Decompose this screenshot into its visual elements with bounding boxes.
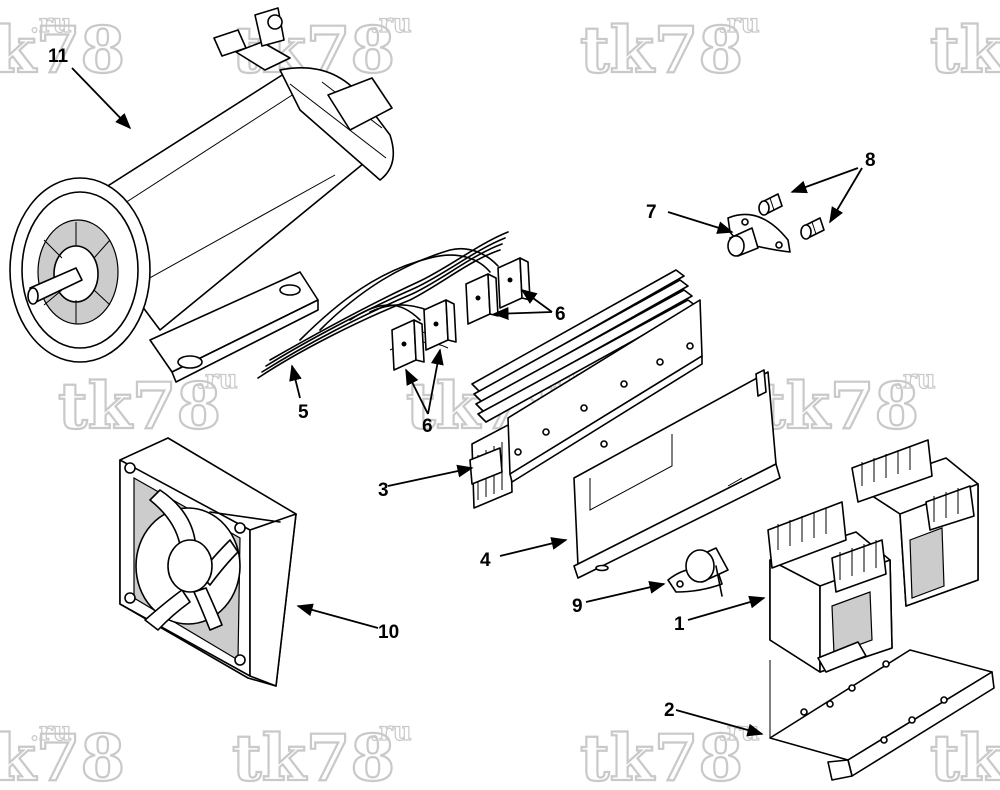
part-motor — [9, 7, 395, 383]
watermark-suffix: .ru — [718, 9, 760, 39]
watermark-suffix: .ru — [196, 365, 238, 395]
watermark-suffix: .ru — [370, 9, 412, 39]
watermark-suffix: .ru — [894, 365, 936, 395]
watermark-text: tk78 — [0, 721, 125, 790]
watermark-text: tk78 — [756, 369, 919, 444]
callout-11: 11 — [48, 46, 69, 67]
watermarks: tk78 .ru tk78 .ru tk78 .ru tk78 tk78 .ru… — [0, 8, 1000, 790]
part-transformers — [767, 439, 979, 673]
watermark-text: tk78 — [0, 13, 125, 88]
watermark-text: tk78 — [58, 369, 221, 444]
watermark-text: tk78 — [930, 721, 1000, 790]
watermark: tk78 .ru — [579, 716, 760, 790]
callout-6: 6 — [555, 304, 566, 325]
part-mounting-plate — [573, 369, 781, 579]
watermark: tk78 .ru — [755, 364, 936, 445]
watermark: tk78 — [929, 12, 1000, 89]
callout-1: 1 — [674, 614, 685, 635]
watermark: tk78 .ru — [579, 8, 760, 89]
callout-8: 8 — [865, 150, 876, 171]
watermark-suffix: .ru — [370, 717, 412, 747]
callout-4: 4 — [480, 550, 491, 571]
callout-7: 7 — [646, 202, 657, 223]
watermark-text: tk78 — [580, 721, 743, 790]
watermark: tk78 .ru — [57, 364, 238, 445]
part-heatsink — [469, 269, 703, 509]
callout-2: 2 — [664, 700, 675, 721]
watermark: tk78 .ru — [0, 716, 126, 790]
callout-6: 6 — [422, 416, 433, 437]
watermark-text: tk78 — [930, 13, 1000, 88]
watermark-suffix: .ru — [30, 9, 72, 39]
part-base-bracket — [769, 649, 995, 781]
watermark-suffix: .ru — [30, 717, 72, 747]
callout-5: 5 — [298, 402, 309, 423]
part-sensor-bracket — [727, 213, 791, 257]
watermark: tk78 .ru — [0, 8, 126, 89]
callout-3: 3 — [378, 480, 389, 501]
part-thermostat — [667, 547, 729, 597]
watermark: tk78 — [929, 720, 1000, 790]
watermark: tk78 .ru — [231, 716, 412, 790]
leader-lines — [71, 67, 863, 737]
callout-9: 9 — [572, 596, 583, 617]
part-terminal-pins — [758, 193, 825, 240]
callout-10: 10 — [378, 622, 399, 643]
watermark-text: tk78 — [232, 721, 395, 790]
callout-labels: 11 8 7 6 5 6 3 4 9 1 10 2 — [48, 46, 876, 721]
part-cooling-fan — [119, 437, 297, 687]
watermark-text: tk78 — [580, 13, 743, 88]
